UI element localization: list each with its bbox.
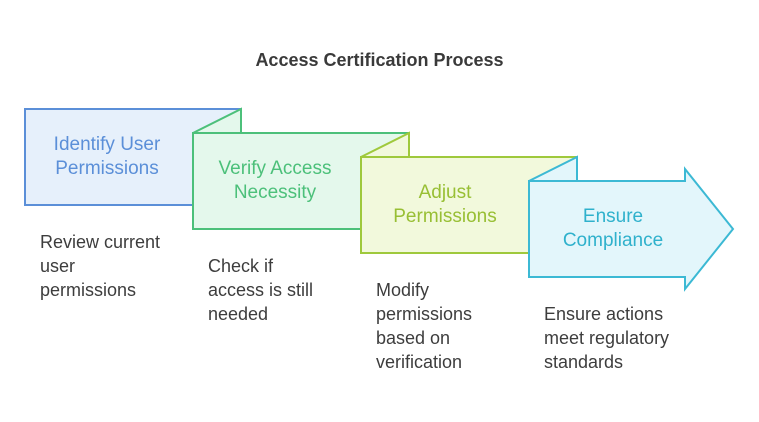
step-2-label: Verify Access Necessity [193,157,357,205]
step-2-description: Check if access is still needed [208,256,314,324]
step-4-label-line-1: Ensure [582,206,644,227]
step-1-label-line-2: Permissions [55,158,159,179]
step-4-label: Ensure Compliance [529,205,697,253]
step-2-shape [192,107,410,230]
diagram-title: Access Certification Process [255,50,504,70]
step-3-label-line-2: Permissions [393,206,497,227]
step-2-label-line-2: Necessity [233,182,317,203]
step-3-description: Modify permissions based on verification [376,280,473,372]
step-1-label-line-1: Identify User [53,134,161,155]
step-3-label-line-1: Adjust [418,182,472,203]
step-4-description: Ensure actions meet regulatory standards [544,304,670,372]
step-2-label-line-1: Verify Access [218,158,332,179]
step-3-label: Adjust Permissions [361,181,529,229]
step-1-description: Review current user permissions [40,232,161,300]
step-4-arrow [528,155,735,292]
step-1-label: Identify User Permissions [25,133,189,181]
step-4-label-line-2: Compliance [562,230,664,251]
